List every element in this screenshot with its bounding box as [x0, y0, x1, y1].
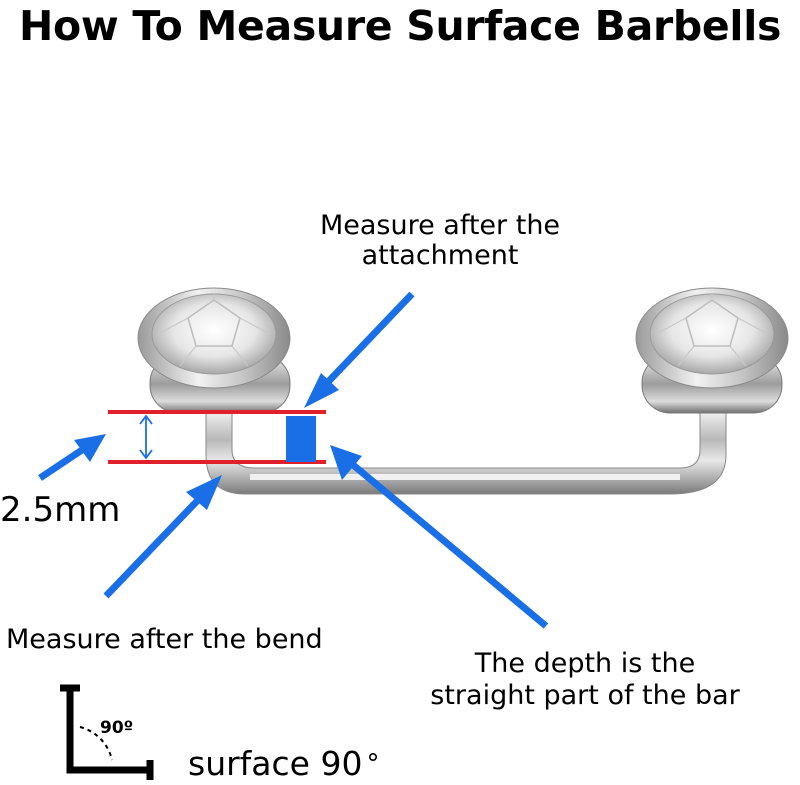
right-angle-icon	[60, 684, 154, 780]
surface-text: surface 90	[188, 744, 363, 783]
degree-symbol: °	[366, 749, 380, 779]
attachment-pointer-arrow	[304, 291, 415, 408]
barbell	[137, 287, 789, 495]
clear-crystal-gem-icon	[151, 293, 277, 375]
thickness-pointer-arrow	[38, 434, 106, 481]
attachment-label-line1: Measure after the	[319, 210, 561, 241]
right-head	[635, 287, 789, 414]
thickness-label: 2.5mm	[0, 490, 121, 530]
depth-label-line2: straight part of the bar	[430, 680, 740, 711]
barbell-bar	[205, 409, 727, 495]
thickness-dimension-arrow	[139, 414, 153, 460]
bend-pointer-arrow	[103, 475, 222, 599]
bend-label: Measure after the bend	[6, 624, 323, 655]
depth-pointer-arrow	[330, 445, 549, 629]
clear-crystal-gem-icon	[649, 293, 775, 375]
depth-label-line1: The depth is the	[474, 648, 696, 679]
surface-label: surface 90°	[188, 744, 379, 784]
left-head	[137, 287, 291, 414]
page-title: How To Measure Surface Barbells	[18, 2, 782, 50]
angle-small-label: 90º	[100, 718, 134, 738]
barbell-bar-highlight	[250, 474, 680, 480]
attachment-label-line2: attachment	[361, 240, 519, 271]
depth-marker	[286, 416, 316, 462]
